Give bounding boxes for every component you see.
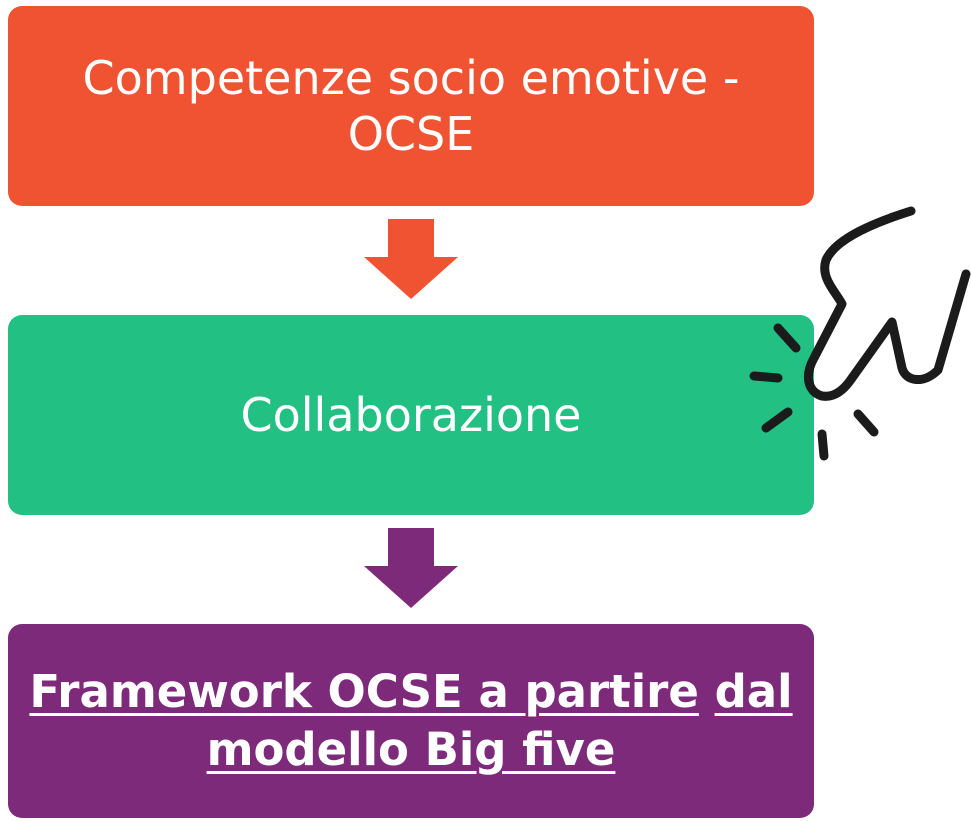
framework-link-line-2: modello Big five [207, 721, 616, 779]
box-competenze-line-1: Competenze socio emotive - [82, 51, 740, 105]
arrow-down-icon [364, 219, 458, 299]
click-spark [817, 429, 829, 461]
click-spark [761, 407, 793, 433]
box-framework: Framework OCSE a partire dal modello Big… [8, 624, 814, 818]
box-collaborazione-label: Collaborazione [240, 388, 582, 442]
dal-link[interactable]: dal [714, 665, 793, 718]
hand-pointer-click-icon [749, 206, 971, 461]
click-spark [773, 323, 801, 353]
hand-outline [803, 206, 971, 401]
framework-link-line-1: Framework OCSE a partire dal [29, 663, 792, 721]
box-collaborazione: Collaborazione [8, 315, 814, 515]
box-competenze: Competenze socio emotive - OCSE [8, 6, 814, 206]
click-spark [853, 409, 879, 437]
click-spark [749, 371, 783, 383]
box-competenze-line-2: OCSE [347, 107, 475, 161]
arrow-down-icon [364, 528, 458, 608]
framework-link[interactable]: Framework OCSE a partire [29, 665, 699, 718]
big-five-link[interactable]: modello Big five [206, 723, 616, 776]
